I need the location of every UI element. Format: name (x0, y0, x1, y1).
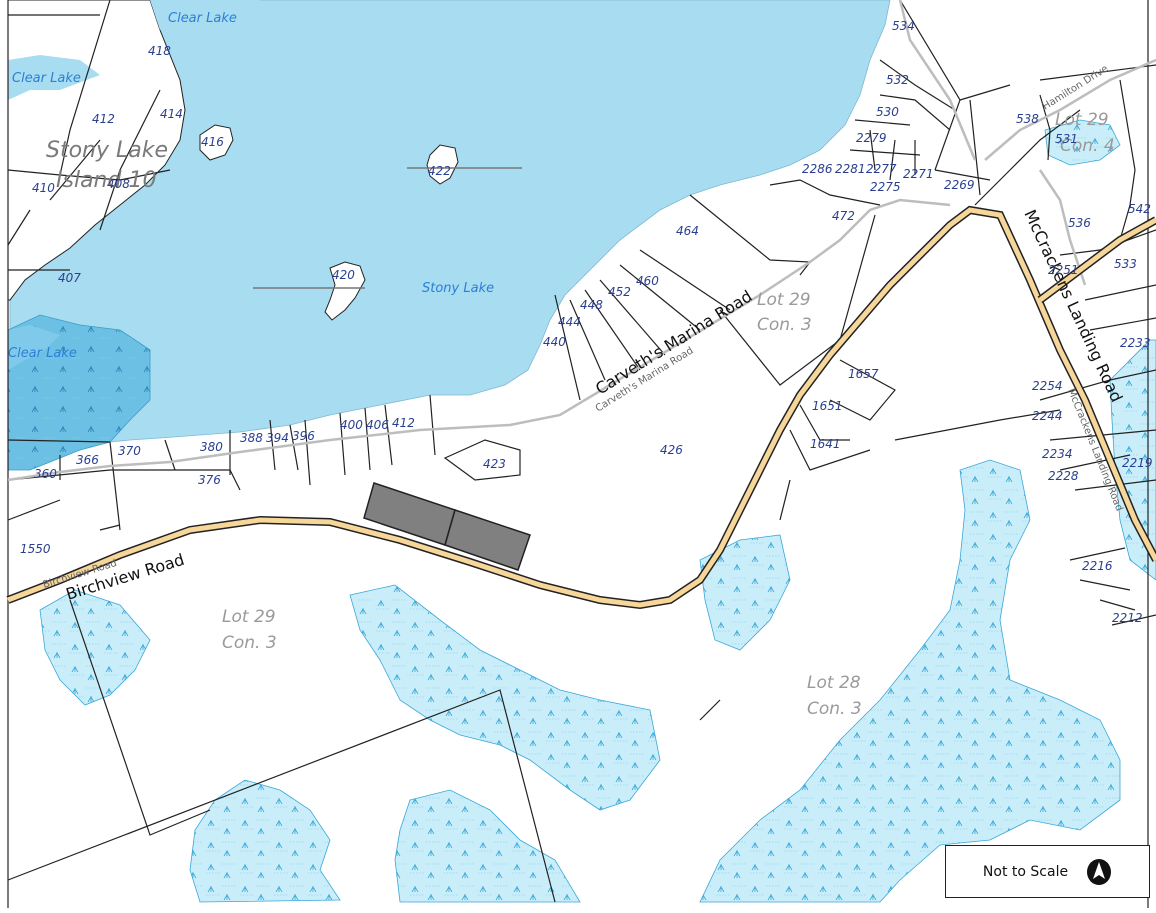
island-name-line1: Stony Lake (46, 138, 168, 163)
lot-number: 418 (148, 44, 171, 58)
island-416 (199, 124, 234, 161)
lot-number: 410 (32, 181, 55, 195)
clear-lake-water-lower (8, 325, 60, 370)
lot-number: 448 (580, 298, 603, 312)
lot-number: 532 (886, 73, 909, 87)
lot-number: 452 (608, 285, 631, 299)
minor-roads (7, 0, 1156, 482)
lot-number: 530 (876, 105, 899, 119)
major-roads (6, 109, 1156, 610)
lot-number: 407 (58, 271, 81, 285)
lot-number: 440 (543, 335, 566, 349)
lot-number: 416 (201, 135, 224, 149)
island-name-line2: Island 10 (56, 168, 156, 193)
lot-number: 2275 (870, 180, 901, 194)
water-label-clear-lake-lower: Clear Lake (8, 346, 77, 361)
concession-a-con: Con. 3 (757, 315, 812, 335)
water-label-stony-lake: Stony Lake (422, 281, 494, 296)
lot-number: 423 (483, 457, 506, 471)
concession-c-lot: Lot 28 (807, 673, 861, 693)
lot-number: 2216 (1082, 559, 1113, 573)
lot-number: 2286 (802, 162, 833, 176)
lot-number: 420 (332, 268, 355, 282)
lot-number: 2228 (1048, 469, 1079, 483)
lot-number: 2281 (835, 162, 866, 176)
lot-number: 2212 (1112, 611, 1143, 625)
lot-number: 380 (200, 440, 223, 454)
lot-number: 2254 (1032, 379, 1063, 393)
lot-number: 400 (340, 418, 363, 432)
wetland-central (349, 584, 661, 811)
lot-number: 2233 (1120, 336, 1151, 350)
clear-lake-water-top (150, 0, 260, 30)
clear-lake-marsh (7, 314, 151, 471)
lot-number: 412 (92, 112, 115, 126)
concession-b-con: Con. 3 (222, 633, 277, 653)
lot-number: 1550 (20, 542, 51, 556)
lot-number: 538 (1016, 112, 1039, 126)
concession-c-con: Con. 3 (807, 699, 862, 719)
lot-number: 360 (34, 467, 57, 481)
lot-number: 2277 (866, 162, 897, 176)
lot-number: 531 (1055, 132, 1078, 146)
scale-text: Not to Scale (982, 863, 1069, 880)
water-label-clear-lake-top: Clear Lake (168, 11, 237, 26)
water-label-clear-lake-left: Clear Lake (12, 71, 81, 86)
lot-number: 542 (1128, 202, 1151, 216)
lot-number: 366 (76, 453, 99, 467)
lot-number: 472 (832, 209, 855, 223)
lot-number: 533 (1114, 257, 1137, 271)
wetland-west (39, 589, 151, 706)
lot-number: 408 (107, 177, 130, 191)
lot-number: 1651 (812, 399, 843, 413)
lot-number: 536 (1068, 216, 1091, 230)
north-arrow-icon (1087, 858, 1112, 885)
lot-number: 2271 (903, 167, 934, 181)
lot-number: 2251 (1048, 263, 1079, 277)
wetland-south-central (394, 789, 581, 903)
lot-number: 2269 (944, 178, 975, 192)
lot-number: 460 (636, 274, 659, 288)
clear-lake-water-left (8, 55, 100, 100)
wetland-northeast (1044, 119, 1121, 166)
lot-number: 2244 (1032, 409, 1063, 423)
wetland-south-west (189, 779, 341, 903)
concession-b-lot: Lot 29 (222, 607, 276, 627)
wetland-southeast (699, 459, 1121, 903)
lot-number: 388 (240, 431, 263, 445)
lot-number: 2219 (1122, 456, 1153, 470)
concession-d-lot: Lot 29 (1055, 110, 1109, 130)
wetland-east-curve (699, 534, 791, 651)
lot-number: 376 (198, 473, 221, 487)
lot-number: 396 (292, 429, 315, 443)
concession-d-con: Con. 4 (1060, 136, 1115, 156)
lot-numbers: 418 412 414 416 410 408 407 422 420 534 … (20, 19, 1153, 625)
lot-number: 1641 (810, 437, 841, 451)
parcel-lines (7, 0, 1156, 908)
lot-number: 464 (676, 224, 699, 238)
lot-number: 426 (660, 443, 683, 457)
subject-property-east[interactable] (444, 509, 531, 571)
lot-number: 444 (558, 315, 581, 329)
lot-number: 422 (428, 164, 451, 178)
wetland-east-edge (1109, 339, 1156, 581)
lot-number: 1657 (848, 367, 879, 381)
lot-number: 394 (266, 431, 289, 445)
scale-legend: Not to Scale (945, 845, 1150, 898)
lot-number: 534 (892, 19, 915, 33)
lot-number: 412 (392, 416, 415, 430)
island-420 (324, 261, 366, 321)
lot-number: 2234 (1042, 447, 1073, 461)
lot-number: 370 (118, 444, 141, 458)
concession-a-lot: Lot 29 (757, 290, 811, 310)
lot-number: 2279 (856, 131, 887, 145)
lot-number: 406 (366, 418, 389, 432)
lot-number: 414 (160, 107, 183, 121)
